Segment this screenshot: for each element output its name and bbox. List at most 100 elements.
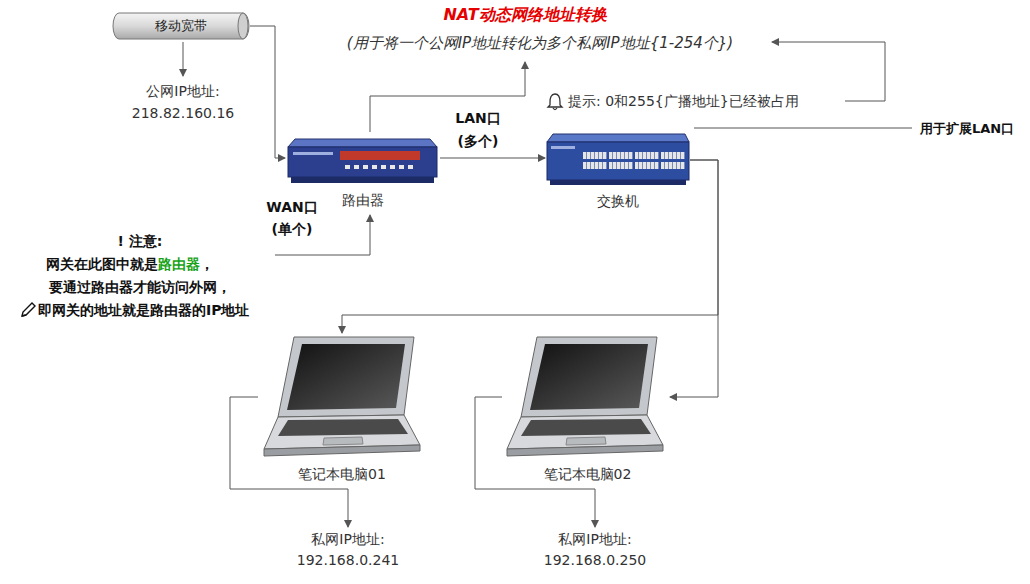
switch-front — [547, 142, 689, 180]
node-label: 笔记本电脑02 — [505, 465, 670, 483]
router-base — [291, 177, 434, 183]
router-logo — [293, 152, 333, 155]
switch-port — [673, 162, 676, 169]
router-led — [399, 165, 404, 169]
switch-port — [665, 152, 668, 159]
annotation-text: 公网IP地址: — [146, 83, 219, 99]
label-line: 私网IP地址: — [558, 530, 631, 548]
switch-base — [550, 180, 686, 185]
laptop-touchpad — [566, 437, 606, 445]
laptop-keyboard — [278, 419, 408, 436]
switch-port — [613, 162, 616, 169]
switch-port — [587, 152, 590, 159]
annotation-text: (单个) — [272, 221, 313, 237]
annotation-text: ， — [200, 256, 214, 272]
router-illustration — [285, 133, 440, 191]
switch-picture — [545, 130, 690, 188]
switch-port — [681, 162, 684, 169]
switch-port — [635, 152, 638, 159]
label-line: 192.168.0.250 — [544, 551, 646, 569]
laptop-keyboard — [521, 419, 651, 436]
switch-port — [595, 152, 598, 159]
switch-port — [617, 152, 620, 159]
switch-top — [547, 134, 689, 142]
switch-port — [583, 152, 586, 159]
switch-port — [609, 152, 612, 159]
laptop-lid — [278, 337, 414, 417]
annotation-text: 192.168.0.250 — [544, 552, 646, 568]
annotation-text: 提示: 0和255{广播地址}已经被占用 — [568, 93, 799, 109]
leader-line — [694, 128, 912, 129]
switch-port — [595, 162, 598, 169]
switch-illustration — [545, 130, 690, 192]
switch-port — [651, 162, 654, 169]
label-line: 192.168.0.241 — [297, 551, 399, 569]
annotation-text: LAN口 — [455, 110, 500, 126]
annotation-text: 192.168.0.241 — [297, 552, 399, 568]
laptop-base — [264, 415, 420, 449]
label-line: 网关在此图中就是路由器， — [46, 255, 214, 273]
network-link — [440, 158, 545, 159]
router-led — [390, 165, 395, 169]
laptop-illustration — [505, 333, 665, 465]
label-line: 用于扩展LAN口 — [920, 119, 1014, 138]
switch-port — [625, 162, 628, 169]
switch-port — [591, 152, 594, 159]
switch-port — [635, 162, 638, 169]
switch-port — [677, 162, 680, 169]
label-line: 要通过路由器才能访问外网， — [49, 278, 231, 296]
label-line: (单个) — [272, 220, 313, 238]
network-link — [342, 160, 718, 333]
bell-icon — [548, 94, 562, 110]
label-line: NAT动态网络地址转换 — [443, 6, 606, 24]
annotation-text: 网关在此图中就是 — [46, 256, 158, 272]
laptop-picture — [262, 333, 422, 461]
switch-port — [639, 162, 642, 169]
switch-port — [617, 162, 620, 169]
label-line: 公网IP地址: — [146, 82, 219, 100]
network-link — [250, 26, 285, 158]
annotation-text: 私网IP地址: — [558, 531, 631, 547]
switch-port — [613, 152, 616, 159]
label-line: 即网关的地址就是路由器的IP地址 — [38, 301, 249, 319]
router-panel — [340, 151, 420, 160]
label-line: 提示: 0和255{广播地址}已经被占用 — [568, 92, 799, 110]
switch-port — [661, 152, 664, 159]
network-link — [670, 160, 718, 397]
laptop-screen — [530, 344, 648, 410]
pencil-icon — [22, 303, 35, 316]
switch-port — [603, 162, 606, 169]
router-picture — [285, 133, 440, 187]
switch-port — [625, 152, 628, 159]
annotation-text: 私网IP地址: — [311, 531, 384, 547]
switch-port — [669, 152, 672, 159]
annotation-text: ! 注意: — [118, 233, 163, 249]
annotation-text: (用于将一个公网IP地址转化为多个私网IP地址{1-254个}) — [347, 34, 733, 52]
switch-port — [665, 162, 668, 169]
switch-port — [655, 162, 658, 169]
switch-port — [591, 162, 594, 169]
router-led — [363, 165, 368, 169]
laptop-lid — [521, 337, 657, 417]
switch-port — [587, 162, 590, 169]
label-line: 私网IP地址: — [311, 530, 384, 548]
router-front — [288, 147, 437, 177]
router-led — [408, 165, 413, 169]
switch-port — [621, 162, 624, 169]
laptop-edge — [507, 445, 663, 456]
label-line: 218.82.160.16 — [132, 104, 234, 122]
annotation-text: (多个) — [458, 133, 499, 149]
switch-port — [661, 162, 664, 169]
bell-body — [548, 94, 562, 107]
laptop-node: 笔记本电脑02 — [505, 333, 670, 483]
switch-port — [629, 152, 632, 159]
leader-line — [183, 42, 184, 76]
pencil-tip — [22, 315, 26, 316]
switch-port — [647, 162, 650, 169]
annotation-text: 即网关的地址就是路由器的IP地址 — [38, 302, 249, 318]
switch-port — [647, 152, 650, 159]
switch-port — [677, 152, 680, 159]
router-led — [381, 165, 386, 169]
switch-port — [643, 162, 646, 169]
